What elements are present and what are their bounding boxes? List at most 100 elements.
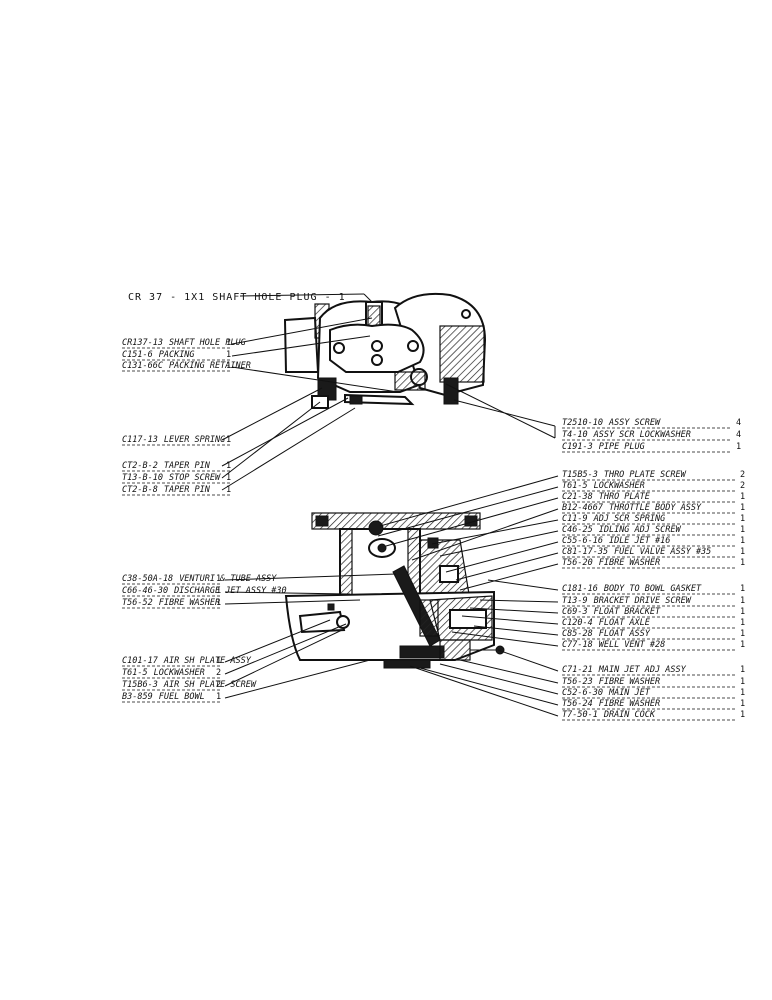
part-name: FLOAT ASSY bbox=[599, 629, 651, 639]
part-label-top-left-parts-6: CT2-B-8 TAPER PIN bbox=[122, 485, 211, 495]
part-name: FIBRE WASHER bbox=[599, 699, 660, 709]
part-qty: 4 bbox=[736, 430, 741, 440]
part-label-right-parts-a-8: T56-20 FIBRE WASHER bbox=[562, 558, 660, 568]
part-number: T13-B-10 bbox=[122, 473, 163, 483]
part-number: C52-6-30 bbox=[562, 688, 603, 698]
part-label-top-left-parts-5: T13-B-10 STOP SCREW bbox=[122, 473, 221, 483]
part-qty: 1 bbox=[740, 525, 745, 535]
part-number: C77-18 bbox=[562, 640, 593, 650]
part-qty: 1 bbox=[740, 710, 745, 720]
part-label-right-parts-c-3: T56-24 FIBRE WASHER bbox=[562, 699, 660, 709]
part-qty: 1 bbox=[740, 596, 745, 606]
part-qty: 1 bbox=[740, 607, 745, 617]
part-qty: 1 bbox=[226, 361, 231, 371]
part-number: T15B6-3 bbox=[122, 680, 158, 690]
part-name: IDLING ADJ SCREW bbox=[599, 525, 682, 535]
part-label-right-parts-a-0: T15B5-3 THRO PLATE SCREW bbox=[562, 470, 687, 480]
part-label-top-right-parts-2: C191-3 PIPE PLUG bbox=[562, 442, 645, 452]
part-qty: 1 bbox=[740, 699, 745, 709]
part-qty: 1 bbox=[740, 629, 745, 639]
part-name: FLOAT AXLE bbox=[599, 618, 651, 628]
part-name: FUEL BOWL bbox=[159, 692, 205, 702]
part-qty: 1 bbox=[216, 574, 221, 584]
part-name: BODY TO BOWL GASKET bbox=[604, 584, 702, 594]
part-name: DISCHARGE JET ASSY #30 bbox=[173, 586, 287, 596]
part-name: DRAIN COCK bbox=[603, 710, 656, 720]
part-qty: 2 bbox=[740, 470, 745, 480]
part-number: T56-20 bbox=[562, 558, 593, 568]
title-callout: CR 37 - 1X1 SHAFT HOLE PLUG - 1 bbox=[128, 292, 346, 303]
part-number: C55-6-16 bbox=[562, 536, 603, 546]
part-number: T15B5-3 bbox=[562, 470, 598, 480]
part-name: FIBRE WASHER bbox=[599, 558, 660, 568]
part-qty: 1 bbox=[216, 692, 221, 702]
part-name: THRO PLATE SCREW bbox=[604, 470, 687, 480]
part-label-left-parts-c-0: C101-17 AIR SH PLATE ASSY bbox=[122, 656, 252, 666]
part-number: B12-4667 bbox=[562, 503, 604, 513]
part-qty: 1 bbox=[740, 688, 745, 698]
part-name: STOP SCREW bbox=[169, 473, 221, 483]
part-number: T13-9 bbox=[562, 596, 588, 606]
part-qty: 1 bbox=[226, 350, 231, 360]
part-number: T56-52 bbox=[122, 598, 153, 608]
part-number: C181-16 bbox=[562, 584, 598, 594]
part-number: T56-24 bbox=[562, 699, 593, 709]
part-name: TAPER PIN bbox=[164, 485, 211, 495]
part-qty: 1 bbox=[226, 485, 231, 495]
part-number: T4-10 bbox=[562, 430, 588, 440]
part-qty: 1 bbox=[740, 514, 745, 524]
part-qty: 1 bbox=[740, 492, 745, 502]
part-number: C151-6 bbox=[122, 350, 153, 360]
part-number: C66-46-30 bbox=[122, 586, 168, 596]
part-number: C38-50A-18 bbox=[122, 574, 173, 584]
part-label-right-parts-a-5: C46-25 IDLING ADJ SCREW bbox=[562, 525, 681, 535]
part-number: CT2-B-2 bbox=[122, 461, 158, 471]
top-carburetor-drawing bbox=[283, 292, 487, 409]
part-number: T56-23 bbox=[562, 677, 593, 687]
part-name: PIPE PLUG bbox=[599, 442, 645, 452]
part-number: C11-9 bbox=[562, 514, 588, 524]
part-number: T2510-10 bbox=[562, 418, 603, 428]
part-name: MAIN JET ADJ ASSY bbox=[598, 665, 687, 675]
part-qty: 1 bbox=[740, 558, 745, 568]
part-name: FIBRE WASHER bbox=[159, 598, 220, 608]
part-number: C46-25 bbox=[562, 525, 593, 535]
part-qty: 1 bbox=[226, 435, 231, 445]
leader-lines-top bbox=[221, 293, 556, 491]
part-qty: 1 bbox=[740, 536, 745, 546]
part-number: CT2-B-8 bbox=[122, 485, 158, 495]
part-name: AIR SH PLATE SCREW bbox=[163, 680, 257, 690]
part-number: C117-13 bbox=[122, 435, 158, 445]
part-name: PACKING bbox=[159, 350, 195, 360]
part-number: C71-21 bbox=[562, 665, 593, 675]
part-qty: 1 bbox=[216, 598, 221, 608]
part-qty: 1 bbox=[226, 473, 231, 483]
part-name: IDLE JET #16 bbox=[609, 536, 670, 546]
part-name: FIBRE WASHER bbox=[599, 677, 660, 687]
part-label-top-left-parts-1: C151-6 PACKING bbox=[122, 350, 195, 360]
part-label-left-parts-c-2: T15B6-3 AIR SH PLATE SCREW bbox=[122, 680, 257, 690]
part-label-left-parts-b-2: T56-52 FIBRE WASHER bbox=[122, 598, 220, 608]
part-number: C101-17 bbox=[122, 656, 159, 666]
part-number: C191-3 bbox=[562, 442, 593, 452]
part-qty: 1 bbox=[216, 656, 221, 666]
part-name: AIR SH PLATE ASSY bbox=[163, 656, 252, 666]
part-qty: 2 bbox=[216, 668, 221, 678]
part-qty: 1 bbox=[736, 442, 741, 452]
